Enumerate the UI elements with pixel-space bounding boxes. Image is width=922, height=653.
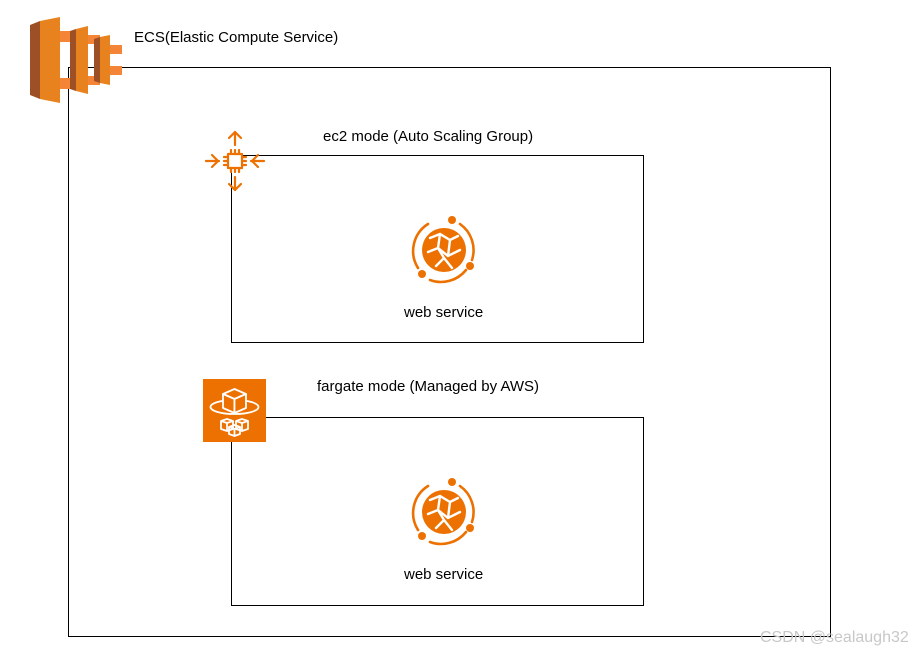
fargate-group-title: fargate mode (Managed by AWS)	[317, 378, 540, 395]
ec2-group-title: ec2 mode (Auto Scaling Group)	[323, 128, 534, 145]
ec2-group-box	[231, 155, 644, 343]
ec2-web-service-label: web service	[404, 304, 484, 321]
fargate-icon	[203, 379, 266, 442]
ecs-container	[68, 67, 831, 637]
auto-scaling-icon	[204, 130, 266, 192]
web-service-icon	[408, 214, 480, 286]
fargate-group-box	[231, 417, 644, 606]
web-service-icon	[408, 476, 480, 548]
ecs-title: ECS(Elastic Compute Service)	[134, 29, 339, 46]
watermark: CSDN @sealaugh32	[760, 629, 909, 646]
fargate-web-service-label: web service	[404, 566, 484, 583]
ecs-icon	[30, 17, 122, 103]
